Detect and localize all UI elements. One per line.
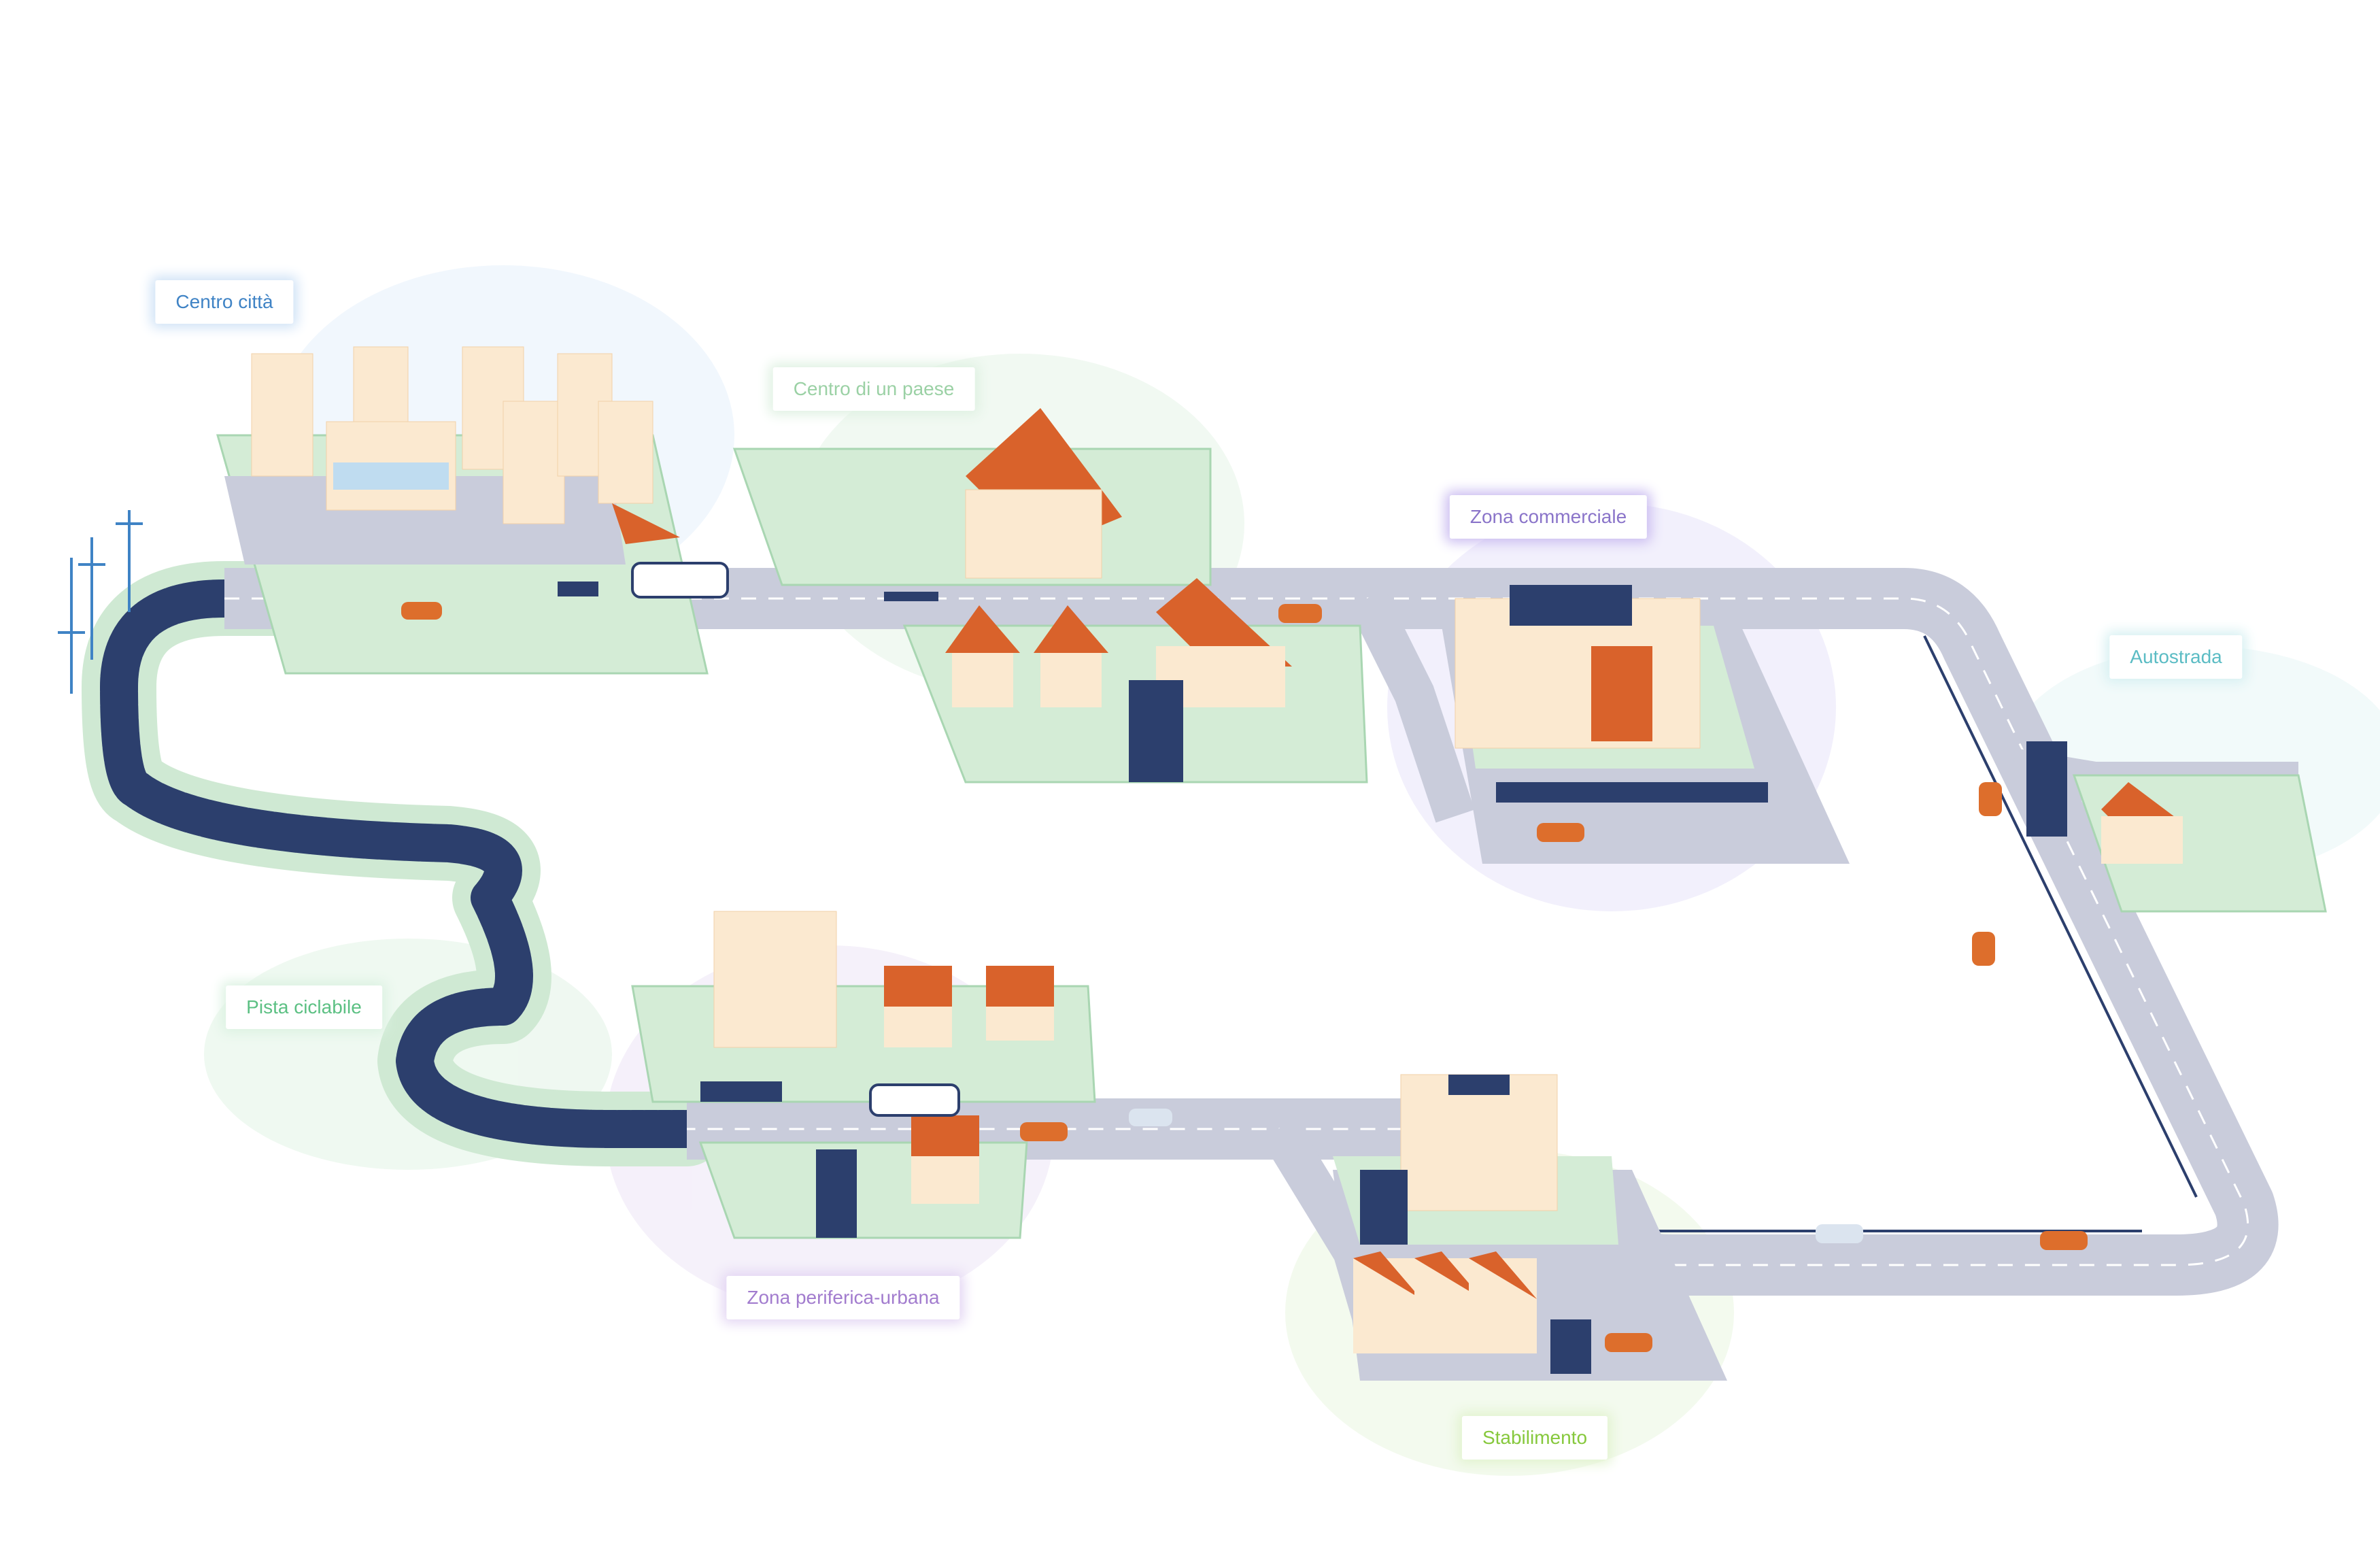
- buildings: [251, 346, 2183, 1353]
- car-icon: [1972, 932, 1995, 966]
- car-icon: [1129, 1109, 1172, 1126]
- car-icon: [1816, 1224, 1863, 1243]
- car-icon: [2040, 1231, 2088, 1250]
- power-pylon-icon: [58, 510, 143, 694]
- bus-icon: [869, 1083, 960, 1117]
- zone-label-autostrada[interactable]: Autostrada: [2109, 635, 2243, 679]
- solar-panel-icon: [558, 582, 2067, 1374]
- car-icon: [1537, 823, 1584, 842]
- zone-label-centro-citta[interactable]: Centro città: [155, 280, 294, 324]
- car-icon: [1979, 782, 2002, 816]
- zone-label-stabilimento[interactable]: Stabilimento: [1461, 1416, 1608, 1460]
- zone-label-centro-paese[interactable]: Centro di un paese: [772, 367, 975, 411]
- zone-label-zona-commerciale[interactable]: Zona commerciale: [1449, 495, 1648, 539]
- car-icon: [1020, 1122, 1068, 1141]
- bus-icon: [631, 562, 729, 599]
- car-icon: [1278, 604, 1322, 623]
- zone-label-zona-periferica[interactable]: Zona periferica-urbana: [726, 1276, 960, 1319]
- car-icon: [1605, 1333, 1652, 1352]
- vehicles: [401, 562, 2088, 1352]
- car-icon: [401, 602, 442, 620]
- zone-label-pista-ciclabile[interactable]: Pista ciclabile: [226, 985, 382, 1029]
